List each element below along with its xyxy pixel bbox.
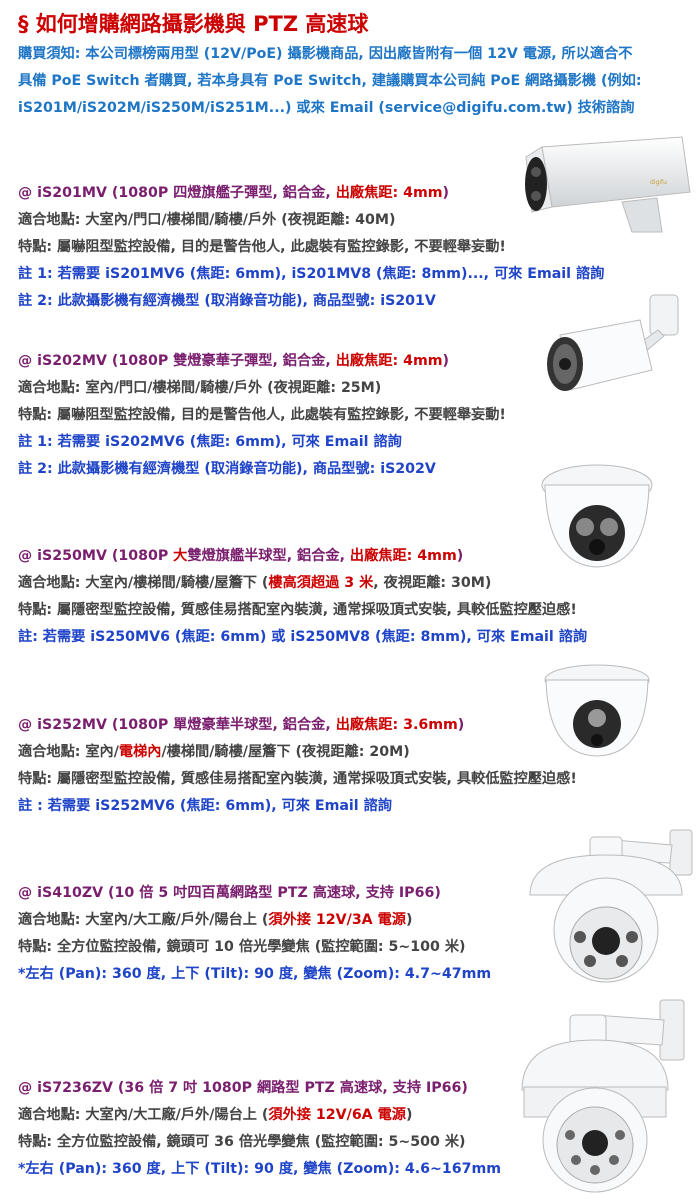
notice-line: iS201M/iS202M/iS250M/iS251M...) 或來 Email… (18, 100, 635, 116)
product-note: *左右 (Pan): 360 度, 上下 (Tilt): 90 度, 變焦 (Z… (18, 966, 492, 982)
product-is250mv: @ iS250MV (1080P 大雙燈旗艦半球型, 鋁合金, 出廠焦距: 4m… (18, 543, 587, 651)
product-is7236zv: @ iS7236ZV (36 倍 7 吋 1080P 網路型 PTZ 高速球, … (18, 1075, 501, 1183)
product-name: @ iS252MV (1080P 單燈豪華半球型, 鋁合金, 出廠焦距: 3.6… (18, 717, 465, 733)
bullet-camera-4led-image: digifu (522, 132, 692, 244)
product-is201mv: @ iS201MV (1080P 四燈旗艦子彈型, 鋁合金, 出廠焦距: 4mm… (18, 180, 604, 315)
product-name: @ iS250MV (1080P 大雙燈旗艦半球型, 鋁合金, 出廠焦距: 4m… (18, 548, 464, 564)
dome-camera-1led-image (540, 660, 655, 760)
product-name: @ iS201MV (1080P 四燈旗艦子彈型, 鋁合金, 出廠焦距: 4mm… (18, 185, 449, 201)
product-is252mv: @ iS252MV (1080P 單燈豪華半球型, 鋁合金, 出廠焦距: 3.6… (18, 712, 577, 820)
svg-text:digifu: digifu (650, 179, 667, 186)
product-note: 註 1: 若需要 iS202MV6 (焦距: 6mm), 可來 Email 諮詢 (18, 434, 402, 450)
notice-line: 購買須知: 本公司標榜兩用型 (12V/PoE) 攝影機商品, 因出廠皆附有一個… (18, 46, 633, 62)
product-is202mv: @ iS202MV (1080P 雙燈豪華子彈型, 鋁合金, 出廠焦距: 4mm… (18, 348, 506, 483)
ptz-speed-dome-7inch-image (510, 995, 690, 1195)
product-location: 適合地點: 大室內/大工廠/戶外/陽台上 (須外接 12V/6A 電源) (18, 1107, 413, 1123)
product-note: *左右 (Pan): 360 度, 上下 (Tilt): 90 度, 變焦 (Z… (18, 1161, 502, 1177)
bullet-camera-2led-image (540, 290, 690, 405)
product-note: 註 2: 此款攝影機有經濟機型 (取消錄音功能), 商品型號: iS201V (18, 293, 436, 309)
product-note: 註 2: 此款攝影機有經濟機型 (取消錄音功能), 商品型號: iS202V (18, 461, 436, 477)
product-note: 註 : 若需要 iS252MV6 (焦距: 6mm), 可來 Email 諮詢 (18, 798, 392, 814)
notice-line: 具備 PoE Switch 者購買, 若本身具有 PoE Switch, 建議購… (18, 73, 642, 89)
product-feature: 特點: 屬嚇阻型監控設備, 目的是警告他人, 此處裝有監控錄影, 不要輕舉妄動! (18, 407, 506, 423)
dome-camera-2led-image (537, 455, 657, 575)
product-note: 註 1: 若需要 iS201MV6 (焦距: 6mm), iS201MV8 (焦… (18, 266, 605, 282)
product-feature: 特點: 全方位監控設備, 鏡頭可 10 倍光學變焦 (監控範圍: 5~100 米… (18, 939, 466, 955)
product-location: 適合地點: 大室內/大工廠/戶外/陽台上 (須外接 12V/3A 電源) (18, 912, 413, 928)
ptz-speed-dome-5inch-image (520, 825, 695, 983)
product-location: 適合地點: 大室內/門口/樓梯間/騎樓/戶外 (夜視距離: 40M) (18, 212, 396, 228)
product-feature: 特點: 屬隱密型監控設備, 質感佳易搭配室內裝潢, 通常採吸頂式安裝, 具較低監… (18, 771, 577, 787)
purchase-notice: 購買須知: 本公司標榜兩用型 (12V/PoE) 攝影機商品, 因出廠皆附有一個… (18, 41, 686, 122)
product-feature: 特點: 屬嚇阻型監控設備, 目的是警告他人, 此處裝有監控錄影, 不要輕舉妄動! (18, 239, 506, 255)
product-name: @ iS202MV (1080P 雙燈豪華子彈型, 鋁合金, 出廠焦距: 4mm… (18, 353, 449, 369)
product-feature: 特點: 屬隱密型監控設備, 質感佳易搭配室內裝潢, 通常採吸頂式安裝, 具較低監… (18, 602, 577, 618)
product-feature: 特點: 全方位監控設備, 鏡頭可 36 倍光學變焦 (監控範圍: 5~500 米… (18, 1134, 466, 1150)
product-note: 註: 若需要 iS250MV6 (焦距: 6mm) 或 iS250MV8 (焦距… (18, 629, 588, 645)
product-location: 適合地點: 室內/電梯內/樓梯間/騎樓/屋簷下 (夜視距離: 20M) (18, 744, 410, 760)
product-name: @ iS7236ZV (36 倍 7 吋 1080P 網路型 PTZ 高速球, … (18, 1080, 468, 1096)
product-is410zv: @ iS410ZV (10 倍 5 吋四百萬網路型 PTZ 高速球, 支持 IP… (18, 880, 491, 988)
page-title: § 如何增購網路攝影機與 PTZ 高速球 (18, 12, 369, 36)
product-name: @ iS410ZV (10 倍 5 吋四百萬網路型 PTZ 高速球, 支持 IP… (18, 885, 441, 901)
product-location: 適合地點: 室內/門口/樓梯間/騎樓/戶外 (夜視距離: 25M) (18, 380, 382, 396)
product-location: 適合地點: 大室內/樓梯間/騎樓/屋簷下 (樓高須超過 3 米, 夜視距離: 3… (18, 575, 492, 591)
